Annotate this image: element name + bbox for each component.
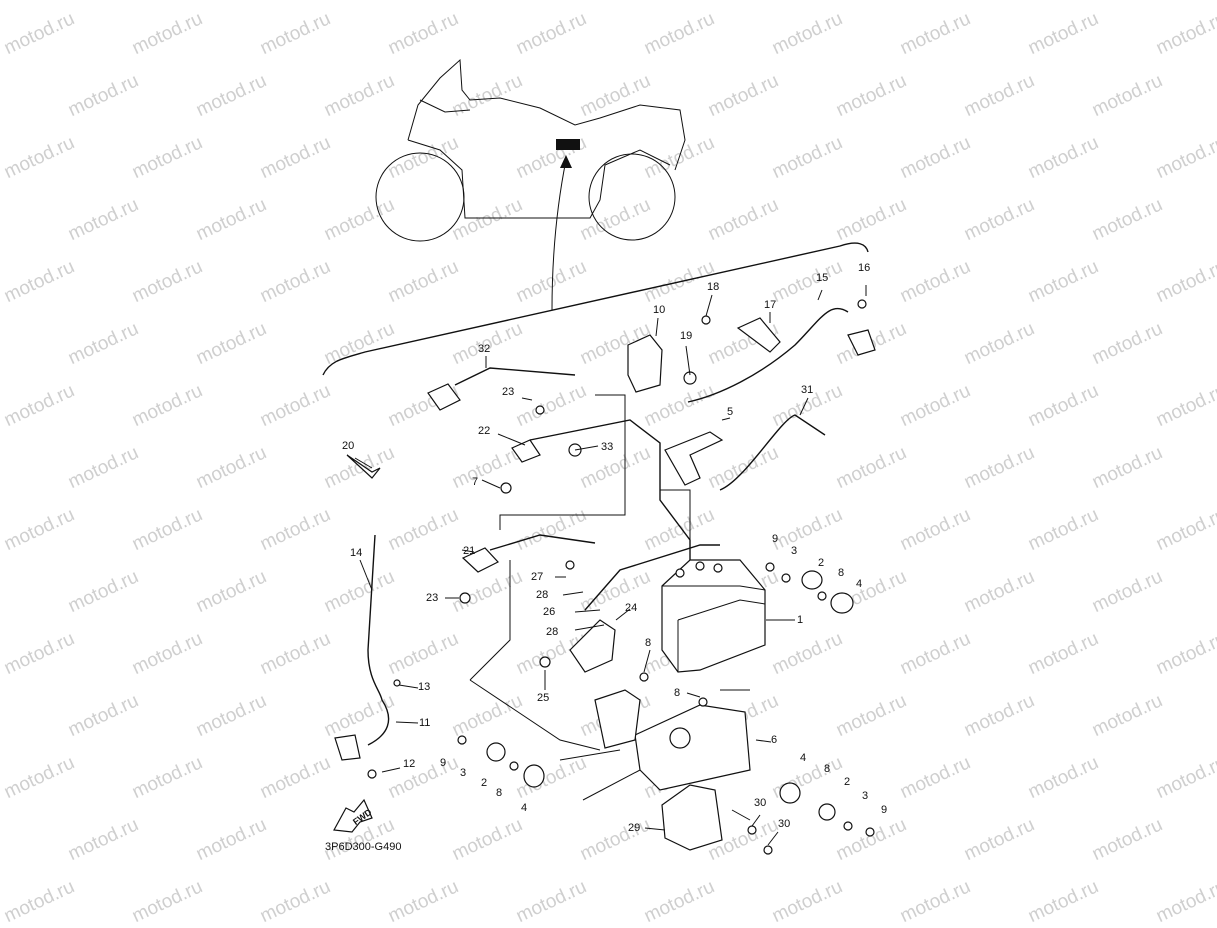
callout-8: 8 <box>674 687 681 699</box>
separator-curve <box>322 242 869 376</box>
callout-29: 29 <box>628 822 641 834</box>
callout-33: 33 <box>601 441 614 453</box>
brake-pipe-26 <box>584 544 720 611</box>
mounting-bracket <box>634 704 751 791</box>
callout-6: 6 <box>771 734 778 746</box>
callout-3: 3 <box>791 545 798 557</box>
fwd-arrow <box>333 798 373 833</box>
callout-20: 20 <box>342 440 355 452</box>
callout-31: 31 <box>801 384 814 396</box>
callout-4: 4 <box>521 802 528 814</box>
brake-pipe-21 <box>489 534 596 551</box>
callout-17: 17 <box>764 299 777 311</box>
callout-5: 5 <box>727 406 734 418</box>
callout-30: 30 <box>778 818 791 830</box>
abs-unit <box>661 559 766 673</box>
callout-3: 3 <box>862 790 869 802</box>
plate <box>664 431 724 486</box>
callout-12: 12 <box>403 758 416 770</box>
callout-1: 1 <box>797 614 804 626</box>
callout-2: 2 <box>818 557 825 569</box>
callout-4: 4 <box>800 752 807 764</box>
callout-13: 13 <box>418 681 431 693</box>
brake-pipe-31 <box>719 414 826 491</box>
relay <box>627 334 663 393</box>
motorcycle-outline <box>375 58 686 311</box>
callout-8: 8 <box>645 637 652 649</box>
callout-18: 18 <box>707 281 720 293</box>
callout-24: 24 <box>625 602 638 614</box>
callout-11: 11 <box>419 717 431 729</box>
callout-25: 25 <box>537 692 550 704</box>
joint-block <box>569 619 616 673</box>
callout-9: 9 <box>440 757 447 769</box>
callout-10: 10 <box>653 304 666 316</box>
callout-9: 9 <box>881 804 888 816</box>
brake-pipe-22 <box>529 419 691 560</box>
callout-23: 23 <box>502 386 515 398</box>
brake-pipe-32 <box>454 367 576 386</box>
callout-27: 27 <box>531 571 544 583</box>
callout-8: 8 <box>824 763 831 775</box>
callout-16: 16 <box>858 262 871 274</box>
callout-23: 23 <box>426 592 439 604</box>
callout-2: 2 <box>481 777 488 789</box>
callout-14: 14 <box>350 547 363 559</box>
callout-2: 2 <box>844 776 851 788</box>
assembly-lines <box>469 394 751 821</box>
leader-lines <box>354 285 867 846</box>
callout-26: 26 <box>543 606 556 618</box>
callout-19: 19 <box>680 330 693 342</box>
callout-8: 8 <box>496 787 503 799</box>
callout-30: 30 <box>754 797 767 809</box>
callout-4: 4 <box>856 578 863 590</box>
callout-9: 9 <box>772 533 779 545</box>
callout-32: 32 <box>478 343 491 355</box>
front-sensor-lead <box>367 534 390 746</box>
drawing-code: 3P6D300-G490 <box>325 841 402 853</box>
callout-28: 28 <box>546 626 559 638</box>
pressure-modulator <box>661 784 723 851</box>
callout-22: 22 <box>478 425 491 437</box>
callout-21: 21 <box>463 545 476 557</box>
callout-15: 15 <box>816 272 829 284</box>
callout-3: 3 <box>460 767 467 779</box>
callout-28: 28 <box>536 589 549 601</box>
callout-8: 8 <box>838 567 845 579</box>
callout-7: 7 <box>472 476 479 488</box>
